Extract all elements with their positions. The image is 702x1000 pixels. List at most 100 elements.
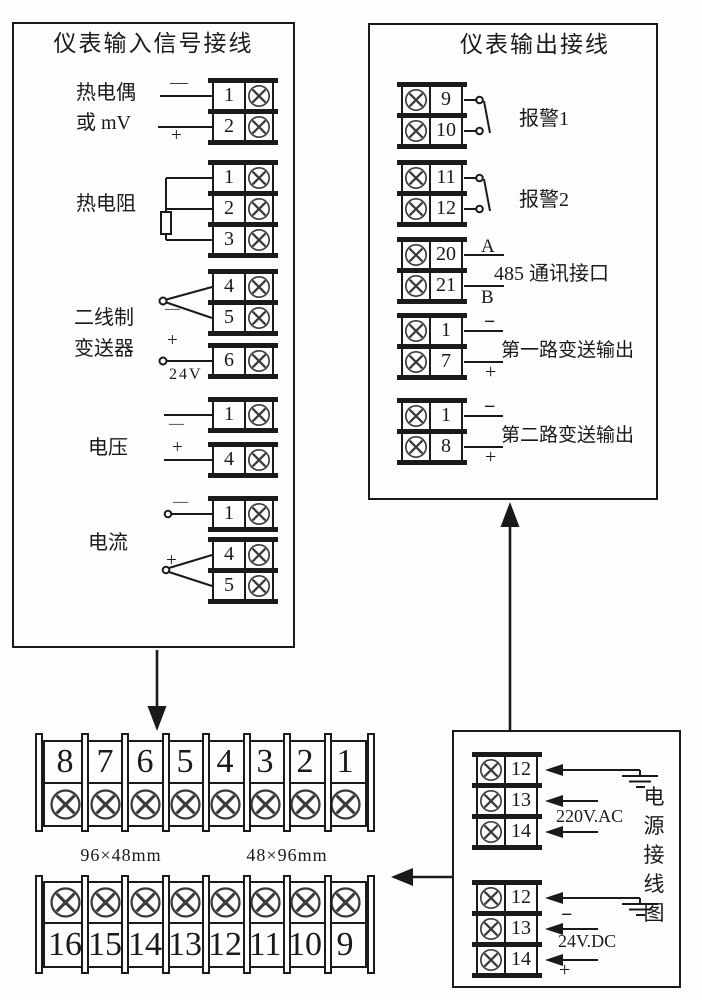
strip-number: 7 <box>96 743 114 780</box>
strip-divider-bar <box>35 875 43 974</box>
terminal-number: 12 <box>504 885 536 911</box>
terminal-number: 1 <box>429 403 461 429</box>
screw-terminal <box>165 883 205 922</box>
output-panel-title: 仪表输出接线 <box>460 32 610 57</box>
terminal-number: 21 <box>429 273 461 299</box>
screw-terminal <box>478 947 504 973</box>
power-title-char: 源 <box>643 814 665 838</box>
terminal-block-power-ac: 12 13 14 <box>472 752 542 850</box>
strip-number: 12 <box>208 926 242 963</box>
terminal-number: 2 <box>214 114 246 140</box>
terminal-number: 7 <box>429 349 461 375</box>
strip-number: 10 <box>288 926 322 963</box>
screw-terminal <box>403 196 429 222</box>
thermocouple-plus-sign: + <box>171 125 182 146</box>
dc-minus-sign: − <box>561 904 573 926</box>
screw-terminal <box>246 83 272 109</box>
screw-terminal <box>246 402 272 428</box>
terminal-number: 1 <box>214 83 246 109</box>
power-title-char: 电 <box>643 785 665 809</box>
screw-terminal <box>165 784 205 825</box>
screw-terminal <box>245 784 285 825</box>
screw-terminal <box>478 788 504 814</box>
strip-number: 6 <box>136 743 154 780</box>
strip-divider-bar <box>242 733 251 832</box>
strip-number: 2 <box>296 743 314 780</box>
transmitter-minus-sign: — <box>165 301 180 317</box>
screw-terminal <box>205 883 245 922</box>
strip-divider-bar <box>242 875 251 974</box>
strip-divider-bar <box>80 733 89 832</box>
current-plus-sign: + <box>166 550 177 571</box>
strip-number: 4 <box>216 743 234 780</box>
screw-terminal <box>246 542 272 568</box>
terminal-number: 14 <box>504 947 536 973</box>
out1-label: 第一路变送输出 <box>501 340 635 361</box>
screw-terminal <box>85 784 125 825</box>
power-panel-vertical-title: 电 源 接 线 图 <box>640 783 668 928</box>
strip-divider-bar <box>367 733 375 832</box>
terminal-number: 4 <box>214 274 246 300</box>
screw-terminal <box>246 305 272 331</box>
terminal-block-voltage-4: 4 <box>208 442 278 478</box>
strip-number: 8 <box>56 743 74 780</box>
strip-number: 14 <box>128 926 162 963</box>
screw-terminal <box>478 757 504 783</box>
terminal-number: 5 <box>214 305 246 331</box>
strip-number: 16 <box>48 926 82 963</box>
strip-divider-bar <box>283 733 291 832</box>
transmitter-24v-label: 24V <box>169 366 203 383</box>
dc-voltage-label: 24V.DC <box>558 931 617 951</box>
screw-terminal <box>246 573 272 599</box>
screw-terminal <box>125 883 165 922</box>
strip-number: 9 <box>336 926 354 963</box>
thermocouple-label-line2: 或 mV <box>76 112 131 134</box>
terminal-number: 13 <box>504 788 536 814</box>
terminal-block-power-dc: 12 13 14 <box>472 880 542 978</box>
terminal-block-transmitter-45: 4 5 <box>208 269 278 336</box>
rtd-label: 热电阻 <box>76 193 136 215</box>
terminal-number: 14 <box>504 819 536 845</box>
terminal-number: 2 <box>214 196 246 222</box>
screw-terminal <box>403 242 429 268</box>
strip-number: 11 <box>248 926 282 963</box>
screw-terminal <box>246 165 272 191</box>
terminal-number: 1 <box>214 402 246 428</box>
screw-terminal <box>403 349 429 375</box>
screw-terminal <box>403 118 429 144</box>
terminal-block-alarm2: 11 12 <box>397 160 467 227</box>
terminal-block-current-1: 1 <box>208 496 278 532</box>
current-minus-sign: — <box>173 494 188 510</box>
out2-plus-sign: + <box>485 446 497 468</box>
strip-divider-bar <box>161 733 170 832</box>
strip-number: 13 <box>168 926 202 963</box>
voltage-label: 电压 <box>88 437 128 459</box>
screw-terminal <box>125 784 165 825</box>
terminal-number: 5 <box>214 573 246 599</box>
size-label-left: 96×48mm <box>80 845 162 865</box>
terminal-number: 4 <box>214 542 246 568</box>
terminal-number: 4 <box>214 447 246 473</box>
strip-divider-bar <box>283 875 291 974</box>
screw-terminal <box>85 883 125 922</box>
screw-terminal <box>478 819 504 845</box>
transmitter-label-line1: 二线制 <box>74 307 134 329</box>
screw-terminal <box>246 114 272 140</box>
screw-terminal <box>285 883 325 922</box>
strip-number: 15 <box>88 926 122 963</box>
current-label: 电流 <box>88 532 128 554</box>
strip-divider-bar <box>121 733 129 832</box>
terminal-block-current-45: 4 5 <box>208 537 278 604</box>
screw-terminal <box>246 227 272 253</box>
strip-divider-bar <box>323 733 332 832</box>
screw-terminal <box>403 273 429 299</box>
terminal-number: 8 <box>429 434 461 460</box>
screw-terminal <box>246 196 272 222</box>
out2-minus-sign: − <box>484 396 496 418</box>
terminal-number: 13 <box>504 916 536 942</box>
strip-divider-bar <box>161 875 170 974</box>
dc-plus-sign: + <box>559 959 571 981</box>
screw-terminal <box>403 318 429 344</box>
screw-terminal <box>285 784 325 825</box>
